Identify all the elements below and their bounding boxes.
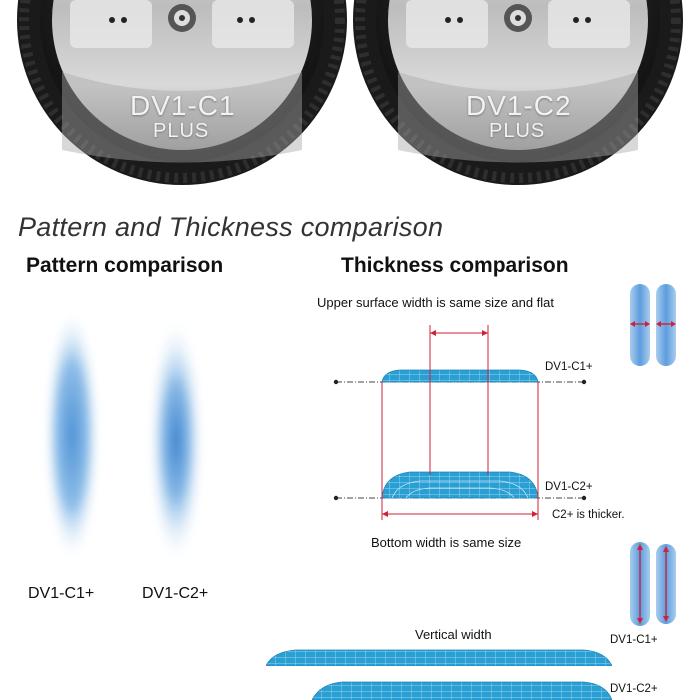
upper-surface-note: Upper surface width is same size and fla…: [317, 295, 554, 310]
vertical-profile-c2: [312, 681, 612, 700]
spray-pattern-c2: [148, 316, 204, 566]
profile-label-c1: DV1-C1+: [545, 361, 593, 373]
thickness-heading: Thickness comparison: [341, 254, 569, 277]
pattern-label-c1: DV1-C1+: [28, 585, 95, 602]
pattern-heading: Pattern comparison: [26, 254, 224, 277]
page-title: Pattern and Thickness comparison: [18, 212, 444, 242]
nozzle-photo-c1: DV1-C1 PLUS: [0, 0, 360, 190]
thickness-diagram: [333, 325, 587, 520]
vertical-thumbnail: [630, 542, 676, 626]
pattern-label-c2: DV1-C2+: [142, 585, 209, 602]
bottom-width-note: Bottom width is same size: [371, 535, 522, 550]
profile-label-c2: DV1-C2+: [545, 481, 593, 493]
nozzle-edition-c2: PLUS: [489, 120, 546, 142]
vertical-width-heading: Vertical width: [415, 627, 492, 642]
nozzle-edition-c1: PLUS: [153, 120, 210, 142]
vertical-profile-c1: [266, 649, 612, 666]
spray-pattern-c1: [44, 306, 100, 564]
vertical-label-c1: DV1-C1+: [610, 634, 658, 646]
nozzle-model-c2: DV1-C2: [466, 90, 572, 121]
vertical-label-c2: DV1-C2+: [610, 683, 658, 695]
thicker-note: C2+ is thicker.: [552, 509, 625, 521]
thickness-thumbnail: [630, 284, 676, 366]
nozzle-photo-c2: DV1-C2 PLUS: [340, 0, 700, 190]
nozzle-model-c1: DV1-C1: [130, 90, 236, 121]
